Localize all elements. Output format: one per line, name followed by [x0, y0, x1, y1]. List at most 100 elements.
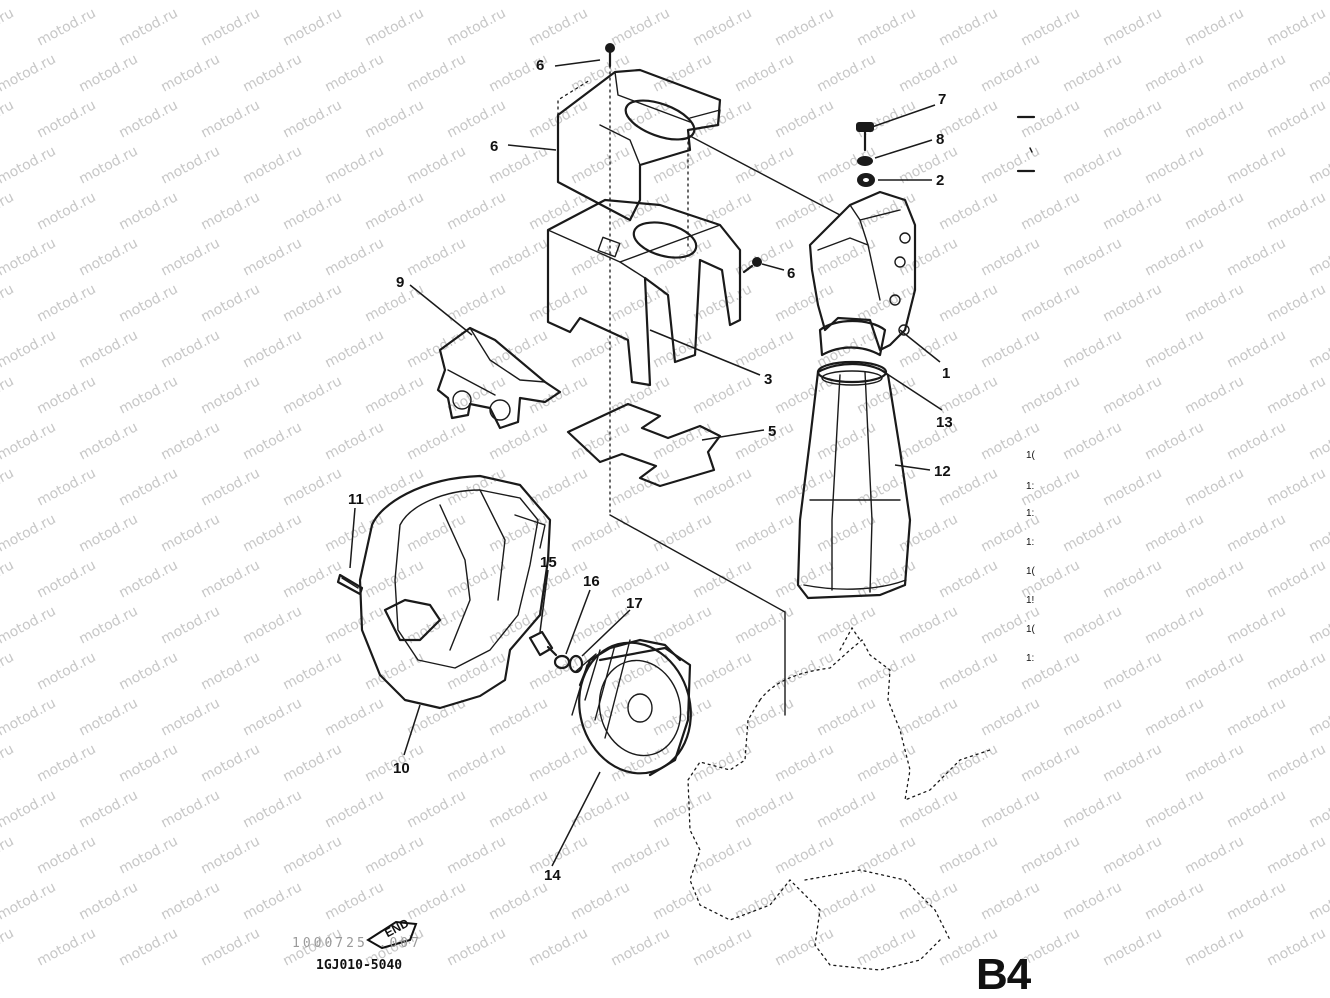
watermark-text: motod.ru: [1264, 833, 1328, 877]
label-10: 10: [393, 760, 410, 777]
watermark-text: motod.ru: [1182, 189, 1246, 233]
watermark-text: motod.ru: [814, 51, 878, 95]
margin-fragment: 1(: [1026, 624, 1035, 635]
leader-lines: [349, 59, 943, 867]
watermark-text: motod.ru: [34, 465, 98, 509]
watermark-text: motod.ru: [1142, 787, 1206, 831]
watermark-text: motod.ru: [854, 465, 918, 509]
watermark-text: motod.ru: [1060, 511, 1124, 555]
watermark-text: motod.ru: [1060, 235, 1124, 279]
watermark-text: motod.ru: [0, 0, 59, 4]
watermark-text: motod.ru: [280, 557, 344, 601]
watermark-text: motod.ru: [936, 741, 1000, 785]
watermark-text: motod.ru: [732, 51, 796, 95]
watermark-text: motod.ru: [1306, 0, 1330, 4]
screw-6-right: [742, 257, 762, 274]
watermark-text: motod.ru: [1264, 741, 1328, 785]
watermark-text: motod.ru: [0, 327, 59, 371]
watermark-text: motod.ru: [198, 833, 262, 877]
watermark-text: motod.ru: [1182, 557, 1246, 601]
watermark-text: motod.ru: [1182, 649, 1246, 693]
watermark-text: motod.ru: [732, 787, 796, 831]
watermark-text: motod.ru: [1100, 925, 1164, 969]
watermark-text: motod.ru: [0, 603, 59, 647]
watermark-text: motod.ru: [1224, 603, 1288, 647]
watermark-text: motod.ru: [978, 879, 1042, 923]
watermark-text: motod.ru: [854, 5, 918, 49]
watermark-text: motod.ru: [34, 5, 98, 49]
watermark-text: motod.ru: [1264, 97, 1328, 141]
label-17: 17: [626, 595, 643, 612]
watermark-text: motod.ru: [158, 511, 222, 555]
watermark-text: motod.ru: [158, 51, 222, 95]
watermark-text: motod.ru: [1060, 695, 1124, 739]
watermark-text: motod.ru: [486, 879, 550, 923]
part-4-upper-shroud: [556, 68, 722, 222]
watermark-text: motod.ru: [280, 649, 344, 693]
watermark-text: motod.ru: [240, 143, 304, 187]
watermark-text: motod.ru: [1100, 557, 1164, 601]
watermark-text: motod.ru: [198, 925, 262, 969]
margin-fragment: 1!: [1026, 595, 1035, 606]
watermark-text: motod.ru: [116, 373, 180, 417]
watermark-text: motod.ru: [322, 51, 386, 95]
label-1: 1: [942, 365, 950, 382]
screw-6-top: [605, 43, 615, 68]
watermark-text: motod.ru: [404, 419, 468, 463]
watermark-text: motod.ru: [896, 235, 960, 279]
watermark-text: motod.ru: [0, 143, 59, 187]
print-stamp: 1000725 .007: [292, 936, 422, 951]
watermark-text: motod.ru: [1224, 419, 1288, 463]
watermark-text: motod.ru: [568, 603, 632, 647]
watermark-text: motod.ru: [34, 97, 98, 141]
watermark-text: motod.ru: [608, 281, 672, 325]
watermark-text: motod.ru: [404, 143, 468, 187]
watermark-text: motod.ru: [198, 465, 262, 509]
watermark-text: motod.ru: [444, 5, 508, 49]
watermark-text: motod.ru: [1100, 373, 1164, 417]
watermark-text: motod.ru: [772, 97, 836, 141]
watermark-text: motod.ru: [978, 327, 1042, 371]
watermark-text: motod.ru: [0, 787, 59, 831]
watermark-text: motod.ru: [116, 925, 180, 969]
watermark-text: motod.ru: [76, 143, 140, 187]
watermark-text: motod.ru: [0, 235, 59, 279]
page-code: B4: [976, 950, 1031, 998]
watermark-text: motod.ru: [650, 603, 714, 647]
watermark-text: motod.ru: [404, 327, 468, 371]
watermark-text: motod.ru: [814, 511, 878, 555]
watermark-text: motod.ru: [1306, 695, 1330, 739]
watermark-text: motod.ru: [280, 281, 344, 325]
watermark-text: motod.ru: [1306, 235, 1330, 279]
watermark-text: motod.ru: [690, 833, 754, 877]
margin-fragment: 1(: [1026, 566, 1035, 577]
watermark-text: motod.ru: [896, 787, 960, 831]
watermark-text: motod.ru: [896, 603, 960, 647]
watermark-text: motod.ru: [650, 0, 714, 4]
watermark-text: motod.ru: [936, 833, 1000, 877]
watermark-text: motod.ru: [76, 0, 140, 4]
watermark-text: motod.ru: [76, 235, 140, 279]
watermark-text: motod.ru: [1142, 879, 1206, 923]
watermark-text: motod.ru: [1100, 97, 1164, 141]
label-13: 13: [936, 414, 953, 431]
watermark-text: motod.ru: [158, 327, 222, 371]
watermark-text: motod.ru: [1018, 5, 1082, 49]
watermark-text: motod.ru: [444, 97, 508, 141]
watermark-text: motod.ru: [240, 327, 304, 371]
watermark-text: motod.ru: [158, 695, 222, 739]
watermark-text: motod.ru: [1100, 833, 1164, 877]
watermark-text: motod.ru: [1142, 143, 1206, 187]
watermark-text: motod.ru: [0, 695, 59, 739]
watermark-text: motod.ru: [280, 97, 344, 141]
watermark-text: motod.ru: [1224, 879, 1288, 923]
watermark-text: motod.ru: [650, 143, 714, 187]
watermark-text: motod.ru: [116, 557, 180, 601]
watermark-text: motod.ru: [280, 5, 344, 49]
watermark-text: motod.ru: [0, 97, 17, 141]
watermark-text: motod.ru: [1224, 235, 1288, 279]
watermark-text: motod.ru: [158, 879, 222, 923]
watermark-text: motod.ru: [1306, 419, 1330, 463]
margin-fragment: 1:: [1026, 508, 1035, 519]
